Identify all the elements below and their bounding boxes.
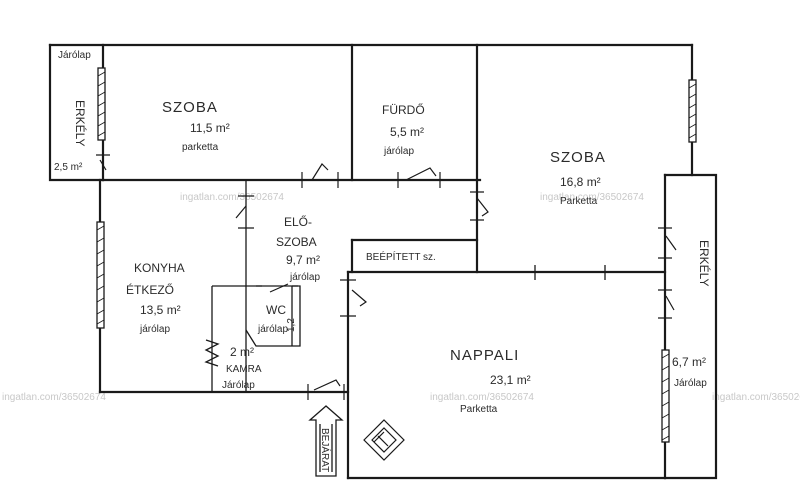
nappali-floor: Parketta xyxy=(460,404,498,415)
stair-symbol xyxy=(363,419,405,461)
beepitett-label: BEÉPÍTETT sz. xyxy=(366,250,436,263)
furdo-area: 5,5 m² xyxy=(390,125,424,139)
watermark: ingatlan.com/36502674 xyxy=(712,392,800,403)
watermark: ingatlan.com/36502674 xyxy=(430,392,534,403)
konyha-floor: járólap xyxy=(139,324,170,335)
eloszoba-floor: járólap xyxy=(289,272,320,283)
nappali-area: 23,1 m² xyxy=(490,373,531,387)
kamra-area: 2 m² xyxy=(230,345,254,359)
erkely-right-floor: Járólap xyxy=(674,378,707,389)
nappali-name: NAPPALI xyxy=(450,347,519,364)
erkely-right-area: 6,7 m² xyxy=(672,355,706,369)
szoba-right-name: SZOBA xyxy=(550,149,606,166)
kamra-floor: Járólap xyxy=(222,380,255,391)
walls xyxy=(48,43,718,480)
eloszoba-area: 9,7 m² xyxy=(286,253,320,267)
kamra-name: KAMRA xyxy=(226,364,262,375)
watermark: ingatlan.com/36502674 xyxy=(180,192,284,203)
erkely-right-name: ERKÉLY xyxy=(697,240,712,286)
erkely-left-floor: Járólap xyxy=(58,50,91,61)
furdo-name: FÜRDŐ xyxy=(382,102,425,117)
konyha-area: 13,5 m² xyxy=(140,303,181,317)
watermark: ingatlan.com/36502674 xyxy=(2,392,106,403)
entrance-arrow xyxy=(308,405,344,477)
erkely-left-name: ERKÉLY xyxy=(73,100,88,146)
open-partitions xyxy=(480,265,660,280)
entrance-label: BEJÁRAT xyxy=(319,428,332,472)
konyha-name-2: ÉTKEZŐ xyxy=(126,282,174,297)
wc-floor: járólap xyxy=(257,324,288,335)
erkely-left-area: 2,5 m² xyxy=(54,162,83,173)
wc-area: 1,2 xyxy=(286,318,297,332)
szoba-left-area: 11,5 m² xyxy=(190,121,230,135)
konyha-name-1: KONYHA xyxy=(134,261,185,275)
watermark: ingatlan.com/36502674 xyxy=(540,192,644,203)
windows xyxy=(96,67,697,443)
wc-name: WC xyxy=(266,303,286,317)
szoba-left-floor: parketta xyxy=(182,142,219,153)
eloszoba-name-1: ELŐ- xyxy=(284,214,312,229)
wc-kamra-walls xyxy=(204,285,301,392)
szoba-left-name: SZOBA xyxy=(162,99,218,116)
eloszoba-name-2: SZOBA xyxy=(276,235,317,249)
szoba-right-floor: Parketta xyxy=(560,196,598,207)
szoba-right-area: 16,8 m² xyxy=(560,175,601,189)
furdo-floor: járólap xyxy=(383,146,414,157)
